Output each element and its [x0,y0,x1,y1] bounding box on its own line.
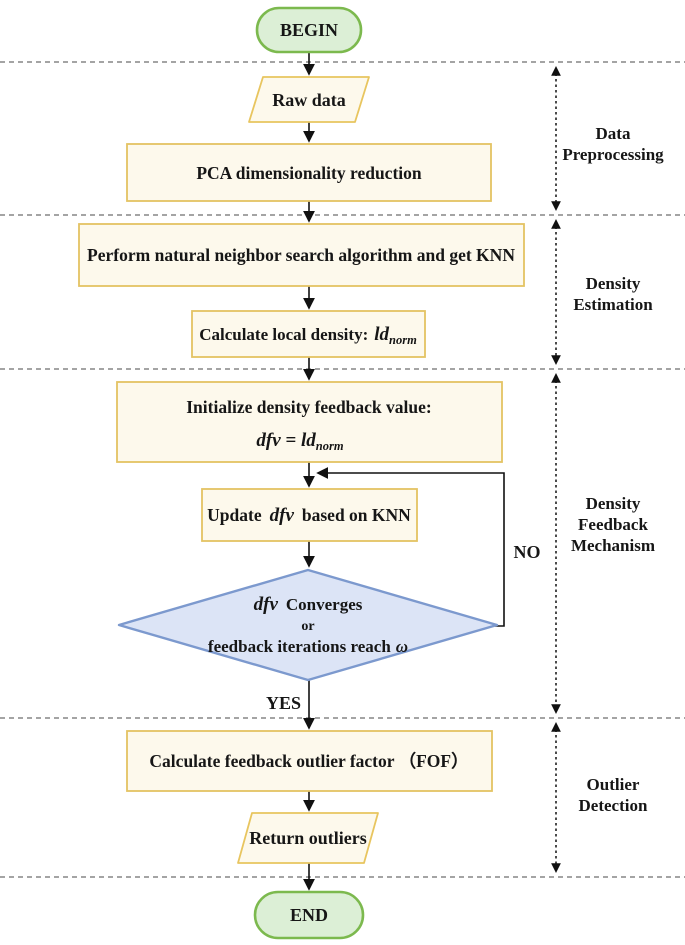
omega-symbol: ω [396,637,408,656]
fof-label: Calculate feedback outlier factor （FOF） [149,751,468,771]
section-label-outlier-detection: Outlier Detection [579,775,648,815]
fof-shape [126,730,493,792]
decision-shape [117,568,499,682]
decision-math: dfv [254,594,279,615]
local-density-label: Calculate local density: ldnorm [199,324,417,347]
local-density-node: Calculate local density: ldnorm [191,310,426,358]
end-node: END [253,890,365,940]
update-dfv-post: based on KNN [302,505,411,525]
local-density-math: ld [374,324,389,345]
update-dfv-pre: Update [207,505,262,525]
pca-node: PCA dimensionality reduction [126,143,492,202]
raw-data-label: Raw data [272,90,346,110]
decision-line3: feedback iterations reach ω [208,637,408,656]
update-dfv-node: Update dfv based on KNN [201,488,418,542]
begin-label: BEGIN [280,20,338,40]
section-label-density-feedback-mechanism: Density Feedback Mechanism [571,494,655,555]
fof-node: Calculate feedback outlier factor （FOF） [126,730,493,792]
nn-search-node: Perform natural neighbor search algorith… [78,223,525,287]
section-label-line: Data [596,124,631,143]
section-label-data-preprocessing: Data Preprocessing [562,124,664,164]
decision-line3-text: feedback iterations reach [208,637,391,656]
update-dfv-shape [201,488,418,542]
return-outliers-shape [237,812,379,864]
local-density-sub: norm [389,333,417,347]
decision-line1: dfv Converges [254,594,363,615]
decision-line2: or [301,619,314,634]
section-label-line: Mechanism [571,536,655,555]
return-outliers-node: Return outliers [237,812,379,864]
init-dfv-node: Initialize density feedback value: dfv =… [116,381,503,463]
section-label-line: Detection [579,796,648,815]
raw-data-node: Raw data [248,76,370,123]
local-density-shape [191,310,426,358]
nn-search-shape [78,223,525,287]
yes-label: YES [266,693,301,713]
no-label: NO [514,542,541,562]
decision-line1-rest: Converges [286,595,363,614]
section-label-line: Outlier [587,775,640,794]
raw-data-shape [248,76,370,123]
section-label-line: Density [586,274,641,293]
begin-node: BEGIN [255,6,363,54]
init-dfv-label: Initialize density feedback value: [186,397,431,417]
section-label-line: Estimation [573,295,653,314]
local-density-text: Calculate local density: [199,325,368,344]
section-label-line: Preprocessing [562,145,664,164]
begin-shape [255,6,363,54]
end-label: END [290,905,328,925]
update-dfv-math: dfv [270,505,295,526]
section-label-density-estimation: Density Estimation [573,274,653,314]
init-dfv-shape [116,381,503,463]
section-label-line: Feedback [578,515,648,534]
loop-arrow-no [316,467,505,627]
section-label-line: Density [586,494,641,513]
init-dfv-formula: dfv = ldnorm [256,430,343,453]
pca-shape [126,143,492,202]
update-dfv-label: Update dfv based on KNN [207,505,411,526]
init-dfv-sub: norm [316,439,344,453]
nn-search-label: Perform natural neighbor search algorith… [87,245,515,265]
decision-node: dfv Converges or feedback iterations reac… [117,568,499,682]
return-outliers-label: Return outliers [249,828,366,848]
end-shape [253,890,365,940]
init-dfv-math: dfv = ld [256,430,316,451]
pca-label: PCA dimensionality reduction [196,163,422,183]
